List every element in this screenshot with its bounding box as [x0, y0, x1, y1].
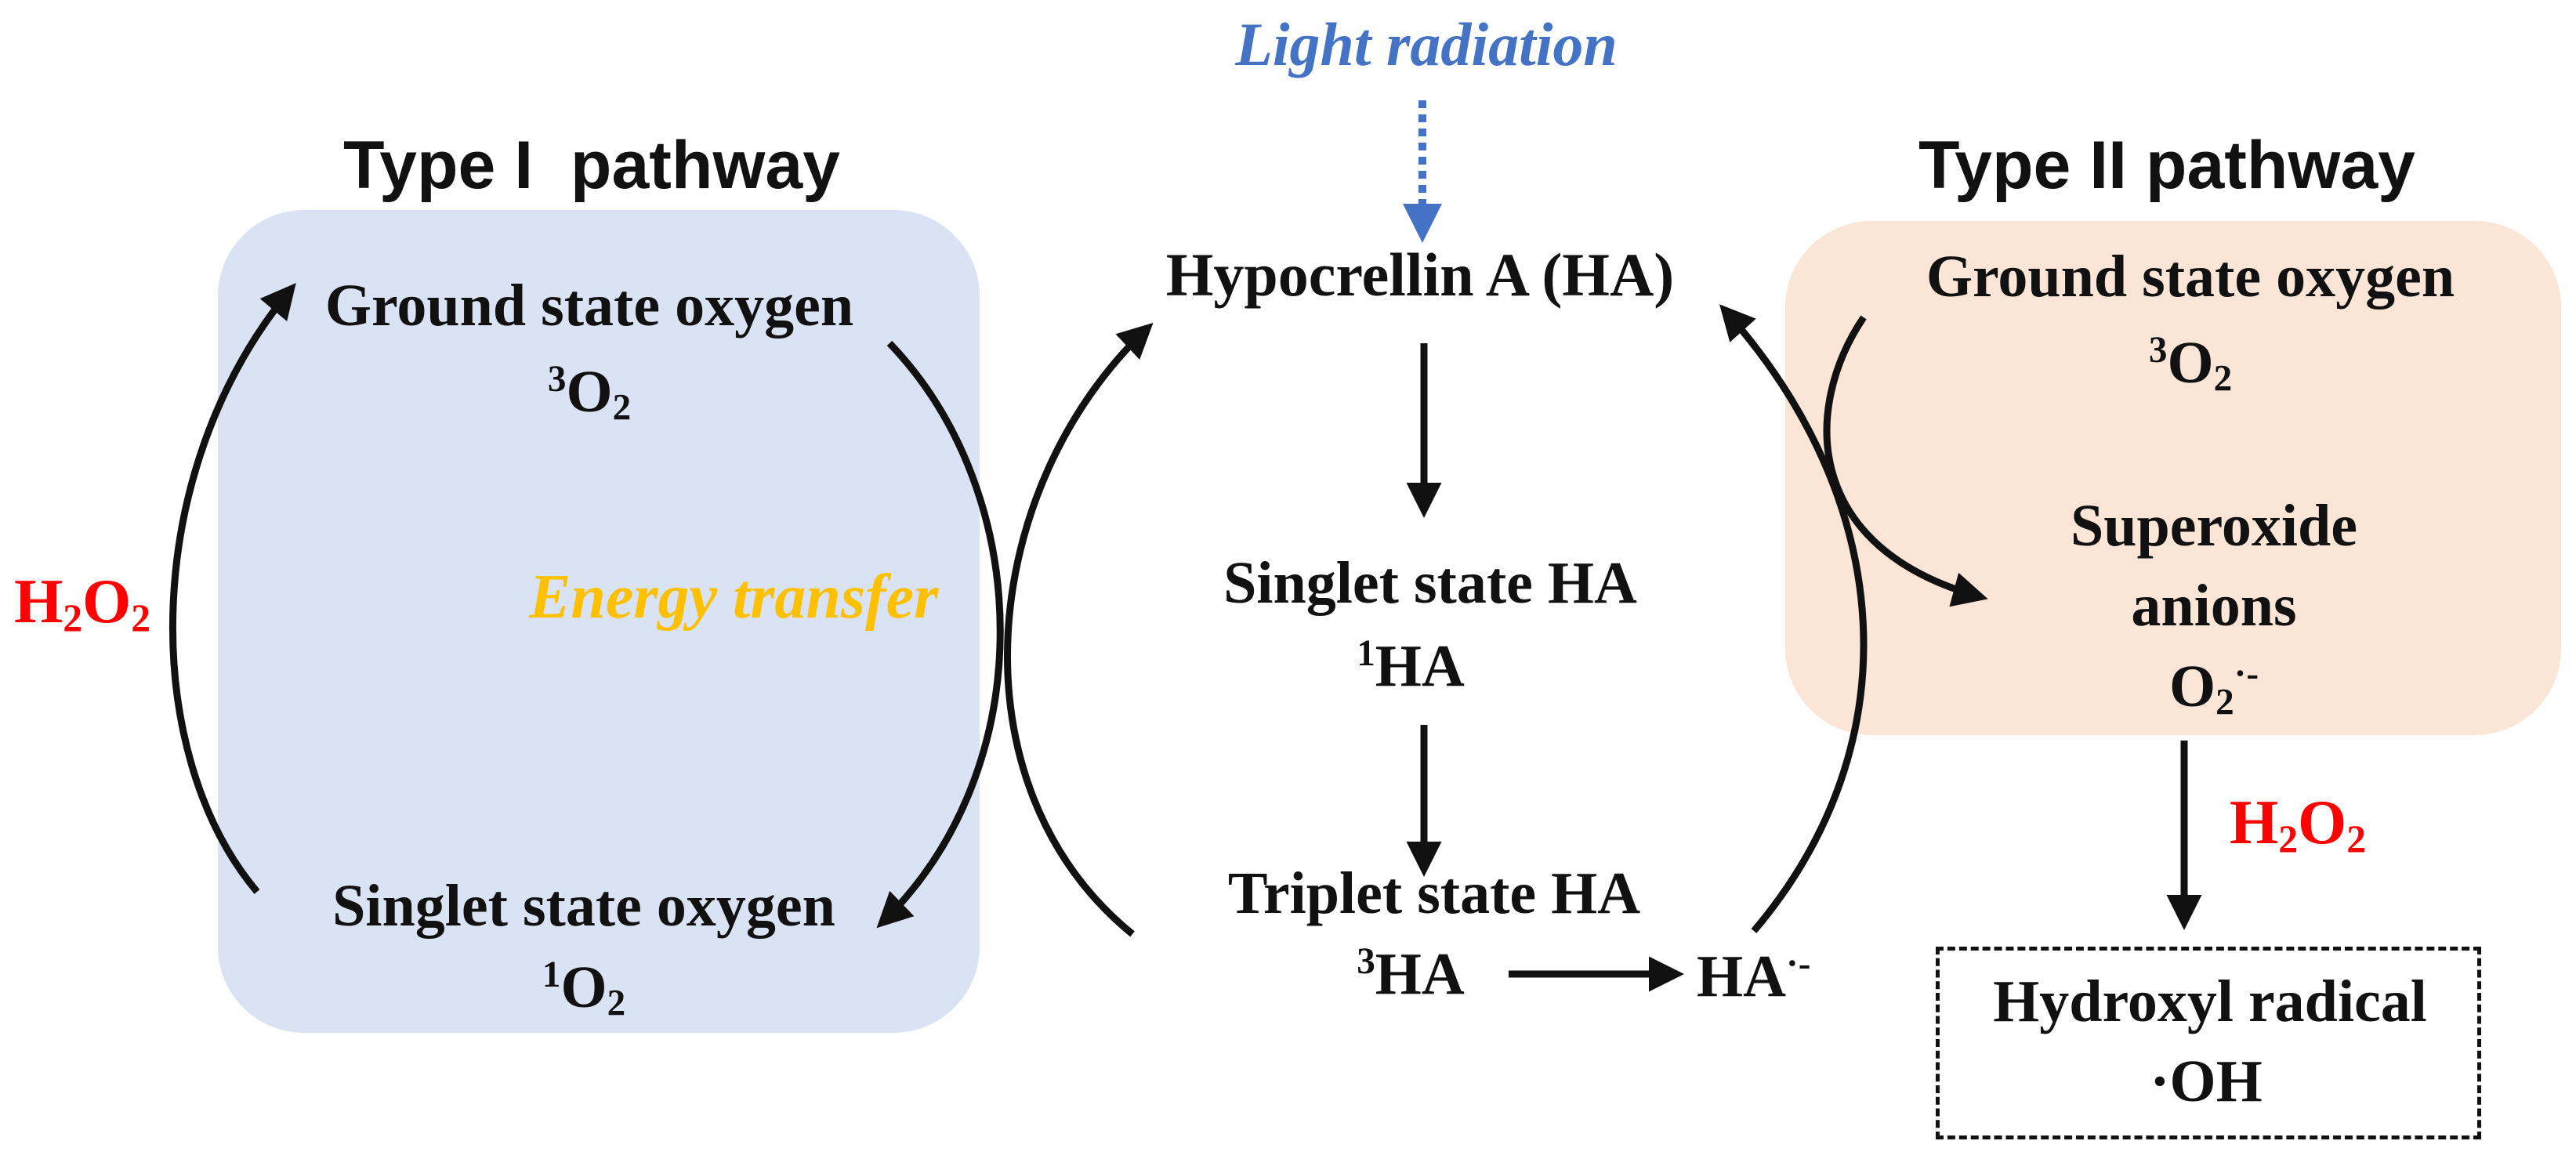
superoxide-label-line1: Superoxide [2070, 493, 2358, 559]
formula-symbol: HA [1375, 941, 1465, 1007]
formula-symbol: O [560, 954, 607, 1020]
superscript: 3 [2148, 330, 2168, 371]
subscript: 2 [607, 983, 626, 1024]
superscript: ·- [2234, 654, 2259, 695]
superscript: 3 [547, 359, 567, 400]
formula-symbol: O [2168, 654, 2216, 719]
type1-heading: Type I pathway [343, 128, 840, 203]
ha-radical-label: HA·- [1697, 946, 1810, 1006]
singlet-ha-label: Singlet state HA [1223, 550, 1637, 616]
type1-singlet-oxygen-label: Singlet state oxygen [332, 873, 835, 939]
superscript: 1 [542, 954, 561, 996]
triplet-ha-label: Triplet state HA [1227, 860, 1641, 926]
formula-symbol: O [2298, 788, 2347, 857]
type1-ground-oxygen-formula: 3O2 [547, 359, 631, 426]
formula-symbol: H [2230, 788, 2279, 857]
hydroxyl-box [1936, 947, 2481, 1139]
type2-panel [1785, 221, 2561, 735]
formula-symbol: O [2167, 330, 2214, 396]
subscript: 2 [2213, 358, 2233, 400]
type1-panel [218, 210, 980, 1033]
superoxide-label-line2: anions [2131, 573, 2297, 639]
singlet-ha-formula: 1HA [1357, 636, 1465, 696]
arrow-ha-radical-to-ha [1719, 304, 1868, 933]
triplet-ha-formula: 3HA [1357, 941, 1465, 1007]
type2-ground-oxygen-formula: 3O2 [2148, 330, 2232, 397]
subscript: 2 [63, 596, 83, 639]
arrow-type2-ground-to-superoxide [1823, 315, 1988, 607]
type2-ground-oxygen-label: Ground state oxygen [1926, 244, 2455, 310]
subscript: 2 [2216, 682, 2234, 723]
superscript: 3 [1357, 941, 1375, 983]
subscript: 2 [2346, 817, 2367, 860]
type1-h2o2-label: H2O2 [14, 567, 150, 637]
type1-singlet-oxygen-formula: 1O2 [542, 957, 625, 1022]
formula-symbol: O [566, 359, 613, 425]
type2-heading: Type II pathway [1918, 128, 2415, 203]
superscript: 1 [1357, 633, 1375, 675]
arrow-type1-singlet-to-ground [168, 283, 296, 894]
subscript: 2 [131, 596, 151, 639]
type1-ground-oxygen-label: Ground state oxygen [324, 273, 854, 339]
hypocrellin-a-label: Hypocrellin A (HA) [1165, 241, 1675, 309]
subscript: 2 [612, 387, 632, 429]
arrow-type1-ground-to-singlet [876, 340, 1004, 929]
hydroxyl-radical-formula: ·OH [2150, 1049, 2263, 1114]
formula-symbol: HA [1697, 943, 1786, 1009]
superscript: ·- [1786, 943, 1811, 985]
superoxide-formula: O2·- [2168, 654, 2259, 721]
formula-symbol: O [82, 567, 132, 636]
arrow-triplet-to-ha-left [1004, 322, 1154, 937]
energy-transfer-label: Energy transfer [529, 563, 939, 632]
light-radiation-label: Light radiation [1235, 10, 1618, 78]
formula-symbol: HA [1375, 633, 1465, 699]
hydroxyl-radical-label: Hydroxyl radical [1993, 969, 2427, 1034]
subscript: 2 [2278, 817, 2299, 860]
type2-h2o2-label: H2O2 [2230, 788, 2366, 858]
formula-symbol: H [14, 567, 63, 636]
